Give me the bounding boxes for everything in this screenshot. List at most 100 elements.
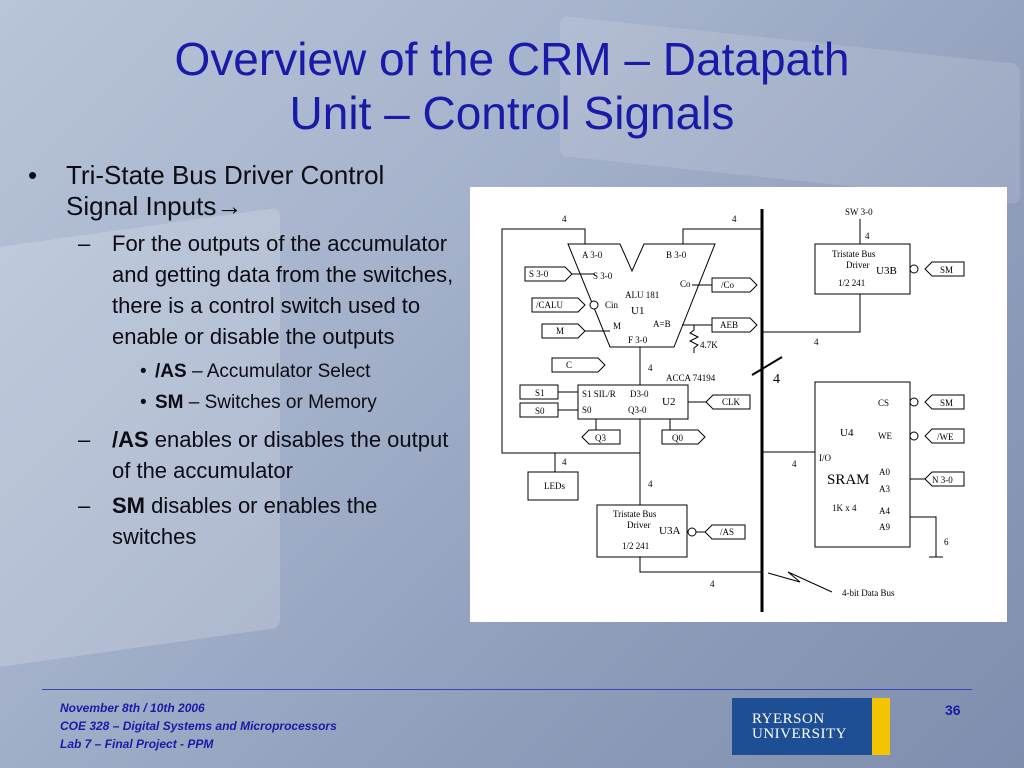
wire: [762, 294, 861, 333]
s-input-label: S 3-0: [529, 269, 549, 279]
inversion-bubble: [909, 431, 919, 441]
leds-label: LEDs: [544, 481, 565, 491]
bullet-dash: –: [78, 493, 91, 518]
bullet-dot: •: [140, 392, 147, 413]
sram-we-label: WE: [878, 431, 892, 441]
bullet-main-text: Tri-State Bus Driver Control Signal Inpu…: [66, 160, 385, 221]
ryerson-logo: RYERSON UNIVERSITY: [732, 698, 890, 755]
sub-2-text: enables or disables the output of the ac…: [112, 427, 449, 483]
sram-a0-label: A0: [879, 467, 890, 477]
acc-d-label: D3-0: [630, 389, 649, 399]
bus-width-label: 4: [773, 372, 780, 387]
acc-s0-label: S0: [582, 405, 592, 415]
aeb-output-tag: [711, 317, 758, 333]
u3b-id: U3B: [876, 265, 897, 277]
u3b-line1: Tristate Bus: [832, 249, 876, 259]
data-bus-label: 4-bit Data Bus: [842, 588, 895, 598]
s1-input-label: S1: [535, 388, 545, 398]
alu-co-label: Co: [680, 279, 691, 289]
wire: [501, 228, 586, 447]
clk-input-label: CLK: [722, 397, 741, 407]
logo-text: RYERSON UNIVERSITY: [752, 712, 847, 742]
resistor: [688, 325, 700, 353]
s-input-tag: [524, 266, 573, 282]
as-input-label: /AS: [720, 527, 734, 537]
width-label: 6: [944, 537, 949, 547]
we-input-tag: [924, 428, 965, 444]
width-label: 4: [562, 214, 567, 224]
alu-block: [567, 243, 716, 348]
alu-a-label: A 3-0: [582, 250, 603, 260]
u3a-line2: Driver: [627, 520, 651, 530]
calu-input-label: /CALU: [536, 300, 564, 310]
logo-accent-bar: [872, 698, 890, 755]
as-input-tag: [704, 524, 746, 540]
bullet-main: • Tri-State Bus Driver Control Signal In…: [28, 160, 458, 222]
width-label: 4: [648, 479, 653, 489]
footer-lab: Lab 7 – Final Project - PPM: [60, 737, 214, 751]
wire: [910, 516, 937, 557]
sram-name: SRAM: [827, 472, 870, 488]
bullet-sub-sub-1: • /AS – Accumulator Select: [28, 356, 458, 387]
accumulator-block: [577, 384, 689, 420]
bullet-dash: –: [78, 427, 91, 452]
u3a-half: 1/2 241: [622, 541, 649, 551]
term-as: /AS: [155, 361, 187, 382]
sub-3-text: disables or enables the switches: [112, 493, 378, 549]
footer-course: COE 328 – Digital Systems and Microproce…: [60, 719, 337, 733]
inversion-bubble: [909, 264, 919, 274]
bullet-dot: •: [140, 361, 147, 382]
arrow-icon: →: [216, 191, 243, 221]
u3b-line2: Driver: [846, 260, 870, 270]
bullet-sub-sub-2: • SM – Switches or Memory: [28, 387, 458, 418]
sram-id: U4: [840, 427, 854, 439]
logo-line-1: RYERSON: [752, 711, 825, 727]
q0-output-label: Q0: [672, 433, 683, 443]
q3-output-tag: [581, 429, 621, 445]
we-input-label: /WE: [937, 432, 954, 442]
bullet-list: • Tri-State Bus Driver Control Signal In…: [28, 160, 458, 556]
sub-2-bold: /AS: [112, 427, 149, 452]
footer-info: November 8th / 10th 2006 COE 328 – Digit…: [60, 699, 337, 753]
q3-output-label: Q3: [595, 433, 606, 443]
alu-name: ALU 181: [625, 290, 659, 300]
sram-a3-label: A3: [879, 484, 890, 494]
switch-label: SW 3-0: [845, 207, 873, 217]
datapath-diagram: 4 A 3-0 B 3-0 S 3-0 Cin M ALU 181 U1 Co …: [470, 187, 1007, 622]
footer-date: November 8th / 10th 2006: [60, 701, 205, 715]
page-number: 36: [945, 702, 961, 718]
n-input-tag: [924, 471, 965, 487]
sub-3-bold: SM: [112, 493, 145, 518]
resistor-label: 4.7K: [700, 340, 718, 350]
term-sm: SM: [155, 392, 184, 413]
c-input-label: C: [566, 360, 572, 370]
m-input-tag: [541, 323, 586, 339]
bullet-dot: •: [28, 160, 38, 190]
bus-slash: [751, 356, 783, 376]
title-line-1: Overview of the CRM – Datapath: [174, 33, 850, 85]
calu-input-tag: [531, 297, 586, 313]
c-input-tag: [551, 357, 606, 373]
bullet-sub-3: – SM disables or enables the switches: [28, 490, 458, 552]
m-input-label: M: [556, 326, 564, 336]
u3a-id: U3A: [659, 525, 680, 537]
width-label: 4: [865, 231, 870, 241]
alu-b-label: B 3-0: [666, 250, 687, 260]
alu-s-label: S 3-0: [593, 271, 613, 281]
cs-sm-input-tag: [924, 394, 965, 410]
sram-a9-label: A9: [879, 522, 890, 532]
width-label: 4: [562, 457, 567, 467]
inversion-bubble: [687, 527, 697, 537]
co-output-tag: [711, 277, 758, 293]
wire: [639, 557, 762, 573]
acc-name: ACCA 74194: [666, 373, 716, 383]
bullet-dash: –: [78, 231, 91, 256]
acc-id: U2: [662, 396, 675, 408]
inversion-bubble: [909, 397, 919, 407]
width-label: 4: [792, 459, 797, 469]
leds-box: [527, 471, 579, 501]
wire: [501, 447, 556, 472]
bullet-sub-1: – For the outputs of the accumulator and…: [28, 228, 458, 352]
alu-m-label: M: [613, 321, 621, 331]
width-label: 4: [732, 214, 737, 224]
